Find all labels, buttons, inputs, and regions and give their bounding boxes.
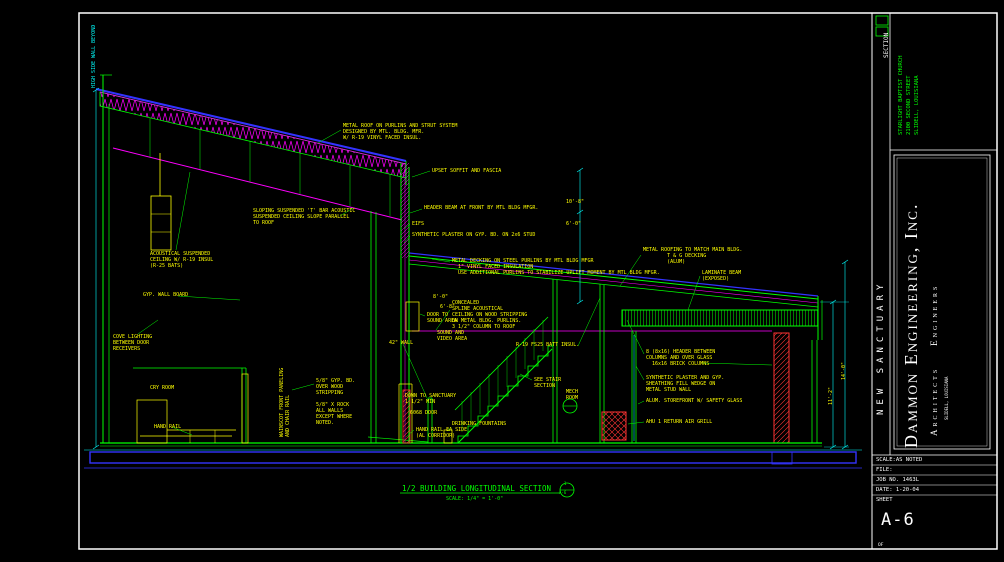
annotation: CONCEALED SPLINE ACOUSTICAL CEILING ON W… bbox=[452, 300, 528, 330]
annotation: SLOPING SUSPENDED 'T' BAR ACOUSTIC SUSPE… bbox=[253, 208, 356, 226]
annotation: UPSET SOFFIT AND FASCIA bbox=[432, 168, 502, 174]
leader-lines bbox=[137, 129, 773, 438]
annotation: SEE STAIR SECTION bbox=[534, 377, 562, 389]
titleblock-project-name: NEW SANCTUARY bbox=[876, 279, 886, 415]
annotation: DOOR TO SOUND AREA bbox=[427, 312, 458, 324]
annotation: 6'-0" bbox=[566, 221, 582, 227]
titleblock-project-line1: STARLIGHT BAPTIST CHURCH bbox=[898, 55, 904, 135]
titleblock-scale-row: SCALE:AS NOTED bbox=[876, 457, 923, 463]
titleblock-project-line2: 2100 SECOND STREET bbox=[906, 75, 912, 135]
annotation: METAL DECKING ON STEEL PURLINS BY MTL BL… bbox=[452, 258, 660, 276]
annotation: 6068 DOOR bbox=[410, 410, 438, 416]
annotation: 11'-2" bbox=[828, 386, 834, 405]
titleblock-section-label: SECTION bbox=[883, 32, 890, 58]
annotation: AHU 1 RETURN AIR GRILL bbox=[646, 419, 713, 425]
annotation: MECH ROOM bbox=[566, 389, 579, 401]
annotation: EIFS bbox=[412, 221, 425, 227]
annotation: LAMINATE BEAM (EXPOSED) bbox=[702, 270, 742, 282]
annotation: HAND RAIL EA SIDE (AL CORRIDOR) bbox=[416, 427, 468, 439]
detail-bubbles bbox=[400, 398, 578, 498]
annotation: METAL ROOF ON PURLINS AND STRUT SYSTEM D… bbox=[343, 123, 458, 141]
annotation: GYP. WALL BOARD bbox=[143, 292, 189, 298]
floor-foundation bbox=[84, 442, 862, 469]
titleblock-sheet-label: SHEET bbox=[876, 497, 893, 503]
annotation: A-6 bbox=[559, 490, 567, 495]
sheet-frame bbox=[78, 12, 998, 550]
annotation: CRY ROOM bbox=[150, 385, 175, 391]
titleblock-firm-name: Dammon Engineering, Inc. bbox=[901, 202, 921, 448]
annotation: METAL ROOFING TO MATCH MAIN BLDG. T & G … bbox=[643, 247, 743, 265]
titleblock-job-row: JOB NO. 1463L bbox=[876, 477, 920, 483]
titleblock-date-row: DATE: 1-20-04 bbox=[876, 487, 920, 493]
dimension-lines bbox=[92, 87, 849, 450]
cry-room bbox=[133, 367, 249, 444]
titleblock-sheet-number: A-6 bbox=[881, 510, 915, 530]
annotation: 8'-0" bbox=[433, 294, 449, 300]
annotation: 10'-8" bbox=[566, 199, 585, 205]
annotation: WAINSCOT FRONT PANELING AND CHAIR RAIL bbox=[279, 367, 291, 437]
columns bbox=[771, 332, 818, 465]
annotation: ACOUSTICAL SUSPENDED CEILING W/ R-19 INS… bbox=[150, 251, 214, 269]
titleblock-of-label: OF bbox=[878, 543, 884, 548]
annotation: SOUND AND VIDEO AREA bbox=[437, 330, 468, 342]
titleblock-file-row: FILE: bbox=[876, 467, 893, 473]
left-wall bbox=[100, 74, 112, 443]
doors-fixtures bbox=[367, 301, 453, 444]
annotation: ALUM. STOREFRONT W/ SAFETY GLASS bbox=[646, 398, 743, 404]
annotation: DRINKING FOUNTAINS bbox=[452, 421, 507, 427]
drawing-scale-note: SCALE: 1/4" = 1'-0" bbox=[446, 496, 504, 502]
title-block-lines bbox=[872, 13, 997, 496]
annotation: 8 (8x16) HEADER BETWEEN COLUMNS AND OVER… bbox=[646, 349, 716, 367]
annotation: 5/8" X ROCK ALL WALLS EXCEPT WHERE NOTED… bbox=[316, 402, 353, 426]
annotation: HEADER BEAM AT FRONT BY MTL BLDG MFGR. bbox=[424, 205, 539, 211]
titleblock-project-line3: SLIDELL, LOUISIANA bbox=[914, 75, 920, 135]
annotation: SYNTHETIC PLASTER ON GYP. BD. ON 2x6 STU… bbox=[412, 232, 536, 238]
annotation: 6'-8" bbox=[440, 304, 456, 310]
annotation: DOWN TO SANCTUARY 1 1/2" MIN bbox=[405, 393, 457, 405]
titleblock-firm-sub: Architects Engineers bbox=[929, 283, 939, 436]
drawing-title: 1/2 BUILDING LONGITUDINAL SECTION bbox=[402, 484, 552, 493]
equipment bbox=[150, 153, 627, 444]
annotation: 14'-0" bbox=[841, 361, 847, 380]
high-roof-assembly bbox=[95, 88, 407, 221]
annotation: 1 bbox=[564, 481, 567, 486]
annotation: HAND RAIL bbox=[154, 424, 182, 430]
low-roof-assembly bbox=[408, 252, 823, 340]
annotation: R-19 FS25 BATT INSUL. bbox=[516, 342, 580, 348]
annotation: COVE LIGHTING BETWEEN DOOR RECEIVERS bbox=[113, 334, 153, 352]
annotation: SYNTHETIC PLASTER AND GYP. SHEATHING FIL… bbox=[646, 375, 725, 393]
stairs bbox=[454, 316, 553, 444]
annotation: HIGH SIDE WALL BEYOND bbox=[91, 24, 97, 88]
annotation: 42" WALL bbox=[389, 340, 414, 346]
titleblock-firm-address: SLIDELL, LOUISIANA bbox=[944, 376, 949, 420]
annotation: 5/8" GYP. BD. OVER WOOD STRIPPING bbox=[316, 378, 356, 396]
